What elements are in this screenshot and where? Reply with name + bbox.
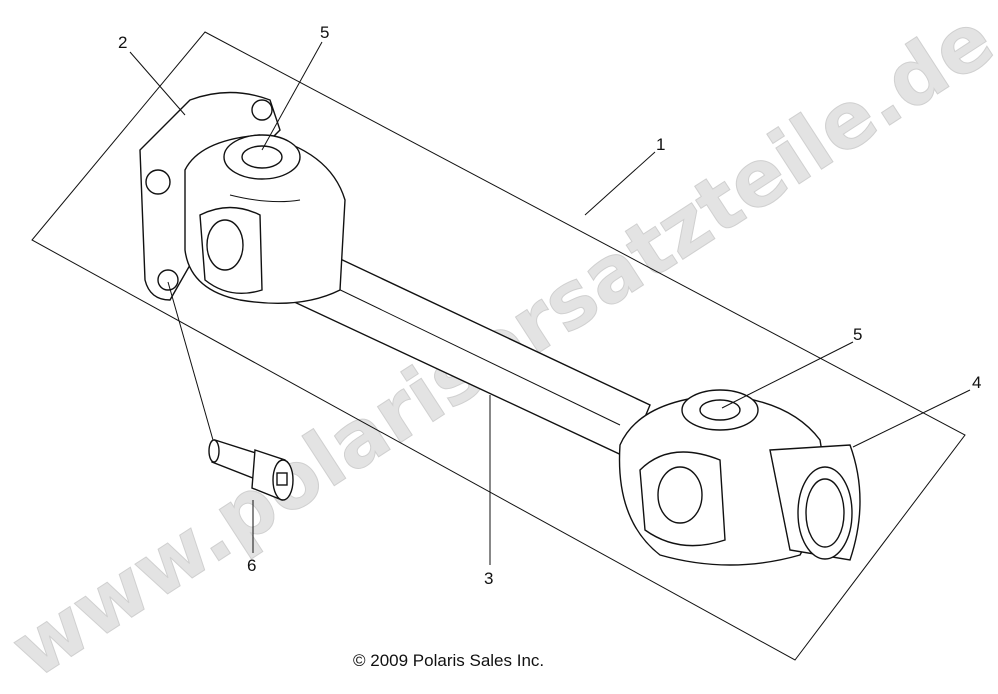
right-u-joint (618, 389, 831, 566)
copyright-notice: © 2009 Polaris Sales Inc. (353, 651, 545, 670)
left-u-joint (184, 134, 346, 305)
callout-5-top: 5 (320, 23, 329, 42)
callout-1: 1 (656, 135, 665, 154)
leader-bolt-hole (167, 281, 214, 441)
leader-5b (721, 341, 854, 409)
bolt (208, 439, 294, 501)
leader-2 (129, 51, 186, 116)
assembly-boundary (31, 31, 966, 661)
splined-end (769, 444, 861, 561)
callout-2: 2 (118, 33, 127, 52)
callout-3: 3 (484, 569, 493, 588)
callout-5-right: 5 (853, 325, 862, 344)
leader-4 (852, 389, 971, 448)
callout-4: 4 (972, 373, 981, 392)
leader-5a (261, 41, 323, 151)
callout-6: 6 (247, 556, 256, 575)
leader-1 (584, 151, 656, 216)
